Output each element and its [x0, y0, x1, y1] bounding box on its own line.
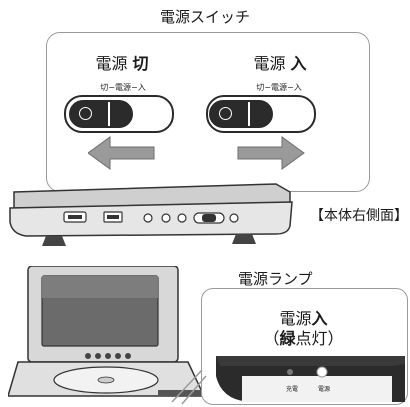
- power-on-state: 入: [290, 54, 307, 73]
- lamp-lit-text: 点灯）: [295, 329, 344, 348]
- lamp-status-prefix: 電源: [279, 309, 312, 328]
- power-lamp-title: 電源ランプ: [238, 270, 313, 288]
- lamp-status-state: 入: [311, 309, 328, 328]
- front-panel-illustration: [216, 356, 405, 402]
- knob-ring-icon: [219, 107, 232, 120]
- lamp-paren-open: （: [263, 329, 280, 348]
- switch-knob: [209, 100, 273, 128]
- lamp-status-line2: （緑点灯）: [201, 325, 406, 349]
- power-label: 電源: [318, 386, 331, 393]
- power-on-prefix: 電源: [253, 54, 286, 73]
- power-on-switch[interactable]: [206, 95, 316, 133]
- knob-ring-icon: [79, 107, 92, 120]
- power-on-label: 電源 入: [220, 50, 340, 74]
- power-switch-title: 電源スイッチ: [159, 8, 250, 26]
- lamp-green-word: 緑: [279, 329, 296, 348]
- power-on-switch-caption: 切−電源−入: [256, 83, 302, 92]
- device-front-illustration: [8, 266, 206, 397]
- charge-label: 充電: [286, 386, 299, 393]
- power-off-prefix: 電源: [95, 54, 128, 73]
- power-off-switch[interactable]: [64, 95, 174, 133]
- right-side-label: 【本体右側面】: [310, 208, 408, 224]
- switch-knob: [69, 100, 133, 128]
- power-off-switch-caption: 切−電源−入: [100, 83, 146, 92]
- device-side-illustration: [9, 183, 293, 246]
- power-off-state: 切: [132, 54, 149, 73]
- lamp-status-line1: 電源入: [201, 305, 406, 329]
- left-arrow-icon: [88, 136, 155, 170]
- power-off-label: 電源 切: [62, 50, 182, 74]
- knob-divider: [108, 102, 110, 126]
- lamp-pointer: [171, 370, 207, 405]
- right-arrow-icon: [237, 136, 305, 170]
- knob-divider: [248, 102, 250, 126]
